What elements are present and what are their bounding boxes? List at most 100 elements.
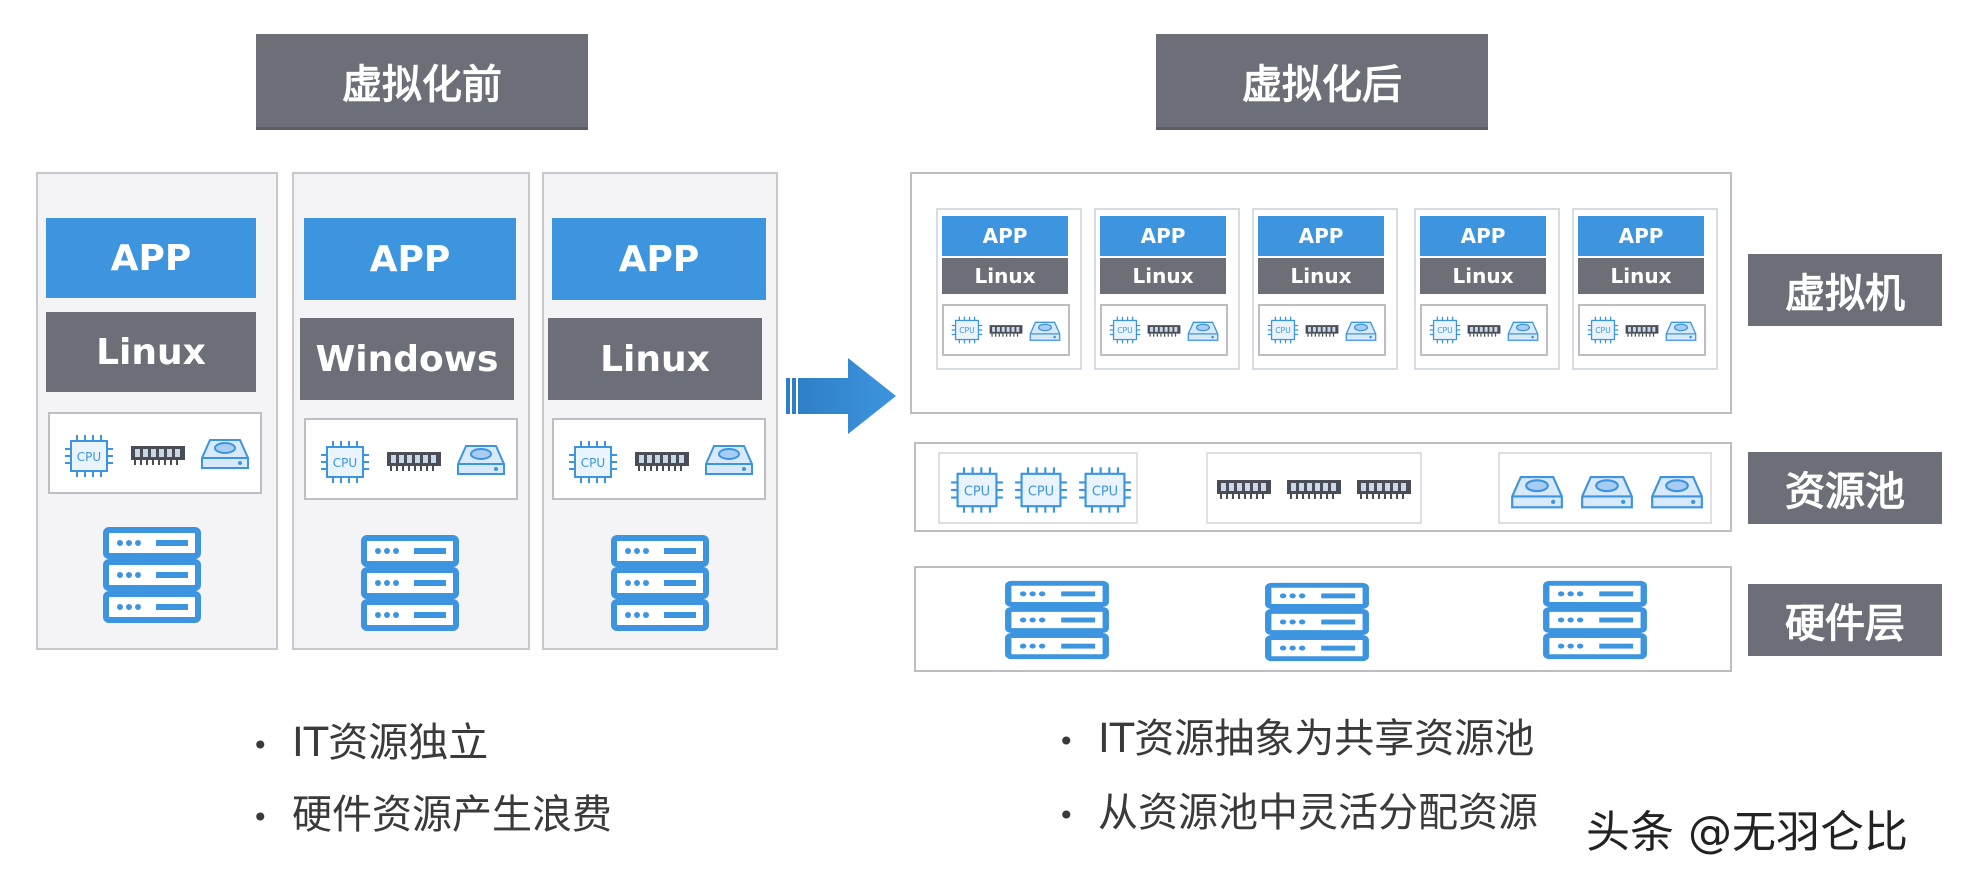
- vm-resource-box: CPU: [1258, 304, 1386, 356]
- disk-icon: [201, 439, 249, 469]
- memory-icon: [635, 452, 689, 471]
- cpu-text: CPU: [1117, 326, 1133, 335]
- disk-icon: [1507, 321, 1539, 341]
- vm-app-bar: APP: [942, 216, 1068, 256]
- cpu-text: CPU: [1028, 484, 1054, 499]
- after-bullet-1: • IT资源抽象为共享资源池: [1058, 706, 1534, 764]
- cpu-icon: CPU: [951, 316, 983, 344]
- bullet-dot: •: [1058, 724, 1075, 758]
- server-icon: [103, 527, 201, 623]
- app-bar: APP: [552, 218, 766, 300]
- app-bar: APP: [304, 218, 516, 300]
- cpu-icon: CPU: [951, 467, 1003, 513]
- server-icon: [361, 535, 459, 631]
- memory-icon: [387, 452, 441, 471]
- vm-os-bar: Linux: [1578, 258, 1704, 294]
- cpu-icon: CPU: [65, 435, 113, 477]
- before-column-2: APP Windows CPU: [292, 172, 530, 650]
- after-header: 虚拟化后: [1156, 34, 1488, 130]
- server-icon: [1005, 580, 1109, 660]
- vm-app-bar: APP: [1258, 216, 1384, 256]
- os-bar: Windows: [300, 318, 514, 400]
- vm-os-bar: Linux: [1258, 258, 1384, 294]
- cpu-pool-group: CPU CPU CPU: [938, 452, 1138, 524]
- watermark: 头条 @无羽仑比: [1586, 807, 1908, 858]
- vm-resource-box: CPU: [942, 304, 1070, 356]
- cpu-text: CPU: [964, 484, 990, 499]
- memory-icon: [989, 325, 1023, 337]
- bullet-dot: •: [1058, 798, 1075, 832]
- server-icon: [1265, 582, 1369, 662]
- vm-os-bar: Linux: [1420, 258, 1546, 294]
- memory-icon: [1467, 325, 1501, 337]
- cpu-text: CPU: [581, 456, 605, 470]
- cpu-icon: CPU: [1079, 467, 1131, 513]
- before-header: 虚拟化前: [256, 34, 588, 130]
- server-icon: [1543, 580, 1647, 660]
- os-bar: Linux: [46, 312, 256, 392]
- bullet-text: 从资源池中灵活分配资源: [1098, 790, 1538, 836]
- bullet-text: IT资源独立: [292, 720, 489, 766]
- disk-icon: [1029, 321, 1061, 341]
- memory-icon: [1357, 480, 1411, 499]
- vm-app-bar: APP: [1100, 216, 1226, 256]
- after-bullet-2: • 从资源池中灵活分配资源: [1058, 780, 1538, 838]
- os-bar: Linux: [548, 318, 762, 400]
- cpu-icon: CPU: [1109, 316, 1141, 344]
- vm-resource-box: CPU: [1100, 304, 1228, 356]
- vm-resource-box: CPU: [1420, 304, 1548, 356]
- vm-resource-box: CPU: [1578, 304, 1706, 356]
- arrow-right-icon: [786, 358, 896, 434]
- resource-box: CPU: [552, 418, 766, 500]
- cpu-text: CPU: [959, 326, 975, 335]
- cpu-icon: CPU: [569, 441, 617, 483]
- app-bar: APP: [46, 218, 256, 298]
- memory-icon: [1217, 480, 1271, 499]
- resource-pool-label: 资源池: [1748, 452, 1942, 524]
- disk-icon: [1581, 475, 1633, 509]
- disk-icon: [1651, 475, 1703, 509]
- vm-os-bar: Linux: [1100, 258, 1226, 294]
- cpu-text: CPU: [1595, 326, 1611, 335]
- disk-icon: [1511, 475, 1563, 509]
- vm-layer-label: 虚拟机: [1748, 254, 1942, 326]
- disk-icon: [1187, 321, 1219, 341]
- before-column-1: APP Linux CPU: [36, 172, 278, 650]
- cpu-text: CPU: [333, 456, 357, 470]
- disk-icon: [705, 445, 753, 475]
- hardware-layer-panel: [914, 566, 1732, 672]
- cpu-text: CPU: [1092, 484, 1118, 499]
- before-bullet-1: • IT资源独立: [252, 710, 488, 768]
- before-bullet-2: •硬件资源产生浪费: [252, 782, 612, 840]
- bullet-text: IT资源抽象为共享资源池: [1098, 716, 1535, 762]
- disk-icon: [1345, 321, 1377, 341]
- resource-box: CPU: [304, 418, 518, 500]
- vm-app-bar: APP: [1578, 216, 1704, 256]
- cpu-icon: CPU: [1015, 467, 1067, 513]
- cpu-text: CPU: [77, 450, 101, 464]
- memory-pool-group: [1206, 452, 1422, 524]
- bullet-dot: •: [252, 728, 269, 762]
- cpu-icon: CPU: [1267, 316, 1299, 344]
- cpu-icon: CPU: [1429, 316, 1461, 344]
- disk-pool-group: [1498, 452, 1712, 524]
- before-column-3: APP Linux CPU: [542, 172, 778, 650]
- cpu-icon: CPU: [1587, 316, 1619, 344]
- vm-app-bar: APP: [1420, 216, 1546, 256]
- cpu-text: CPU: [1437, 326, 1453, 335]
- resource-pool-panel: CPU CPU CPU: [914, 442, 1732, 532]
- vm-os-bar: Linux: [942, 258, 1068, 294]
- memory-icon: [1305, 325, 1339, 337]
- memory-icon: [1625, 325, 1659, 337]
- resource-box: CPU: [48, 412, 262, 494]
- memory-icon: [1147, 325, 1181, 337]
- hardware-layer-label: 硬件层: [1748, 584, 1942, 656]
- server-icon: [611, 535, 709, 631]
